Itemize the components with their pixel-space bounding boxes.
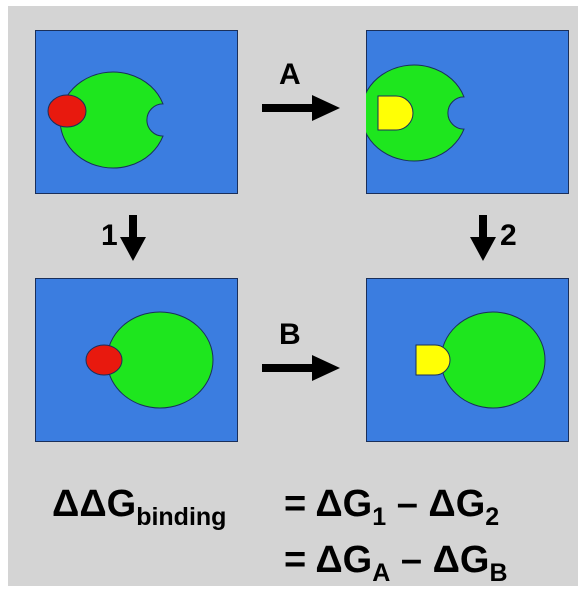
panel-unbound-red-ligand [35, 30, 238, 194]
dg1-main: ΔG [315, 483, 373, 525]
arrow-b-label: B [279, 318, 301, 351]
protein-with-pocket [59, 71, 164, 169]
solvent-box [366, 30, 569, 194]
arrow-2 [470, 215, 496, 261]
arrow-b [262, 355, 340, 381]
arrow-1-label: 1 [101, 219, 118, 252]
panel-bound-red-ligand [35, 278, 238, 442]
equals-sign-2: = [284, 539, 307, 581]
equation-line-1: ΔΔGbinding [52, 483, 226, 530]
dgb-main: ΔG [432, 539, 490, 581]
minus-sign-2: – [400, 539, 422, 581]
dga-main: ΔG [315, 539, 373, 581]
arrow-a [262, 95, 340, 121]
equation-line-2: = ΔGA – ΔGB [284, 539, 508, 586]
arrow-2-label: 2 [500, 219, 517, 252]
arrow-1 [120, 215, 146, 261]
minus-sign-1: – [396, 483, 418, 525]
dg1-sub: 1 [372, 503, 387, 531]
equals-sign-1: = [284, 483, 307, 525]
panel-bound-yellow-ligand [366, 278, 569, 442]
red-ligand-bound [85, 344, 123, 376]
red-ligand [47, 94, 87, 128]
arrow-a-label: A [279, 58, 301, 91]
protein-with-pocket [366, 64, 465, 162]
ddg-binding-sub: binding [136, 503, 227, 531]
yellow-ligand [377, 95, 414, 131]
yellow-ligand-bound [415, 344, 451, 376]
protein [440, 311, 546, 409]
equation-line-1-rhs: = ΔG1 – ΔG2 [284, 483, 499, 530]
dga-sub: A [372, 559, 391, 587]
dgb-sub: B [489, 559, 508, 587]
dg2-main: ΔG [428, 483, 486, 525]
dg2-sub: 2 [485, 503, 500, 531]
protein [106, 311, 214, 409]
ddg-binding-main: ΔΔG [52, 483, 137, 525]
panel-unbound-yellow-ligand [366, 30, 569, 194]
